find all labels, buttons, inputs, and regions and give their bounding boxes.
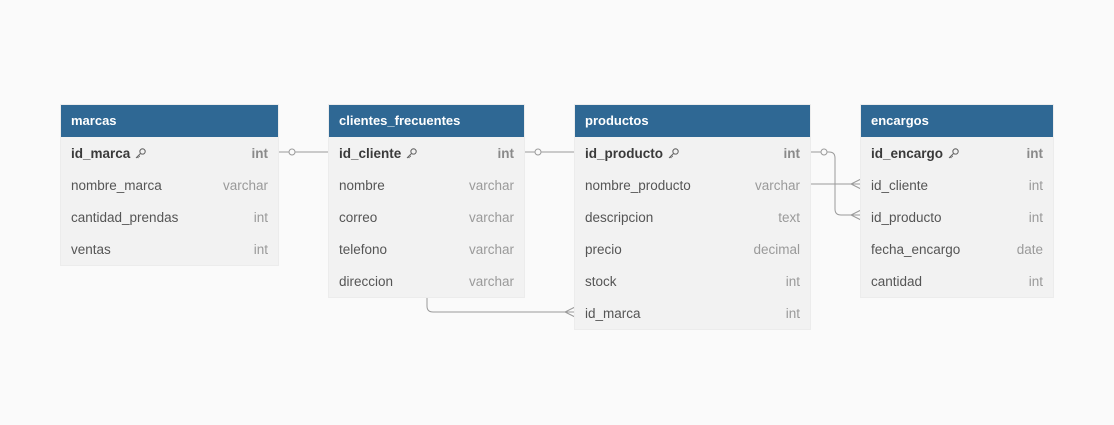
field-name: correo xyxy=(339,209,378,225)
table-row[interactable]: nombre_marca varchar xyxy=(61,169,278,201)
link-marcas-clientes xyxy=(278,148,329,156)
field-name: id_marca xyxy=(71,146,147,161)
field-name: stock xyxy=(585,273,617,289)
field-name: precio xyxy=(585,241,622,257)
field-name: direccion xyxy=(339,273,394,289)
table-marcas[interactable]: marcas id_marca int nombre_marca varchar… xyxy=(61,105,278,265)
key-icon xyxy=(405,147,418,160)
field-type: int xyxy=(785,305,800,321)
field-type: varchar xyxy=(754,177,800,193)
field-type: int xyxy=(1028,177,1043,193)
field-name: nombre_marca xyxy=(71,177,162,193)
field-name: nombre_producto xyxy=(585,177,691,193)
field-name: id_cliente xyxy=(339,146,418,161)
table-row[interactable]: id_marca int xyxy=(575,297,810,329)
table-row[interactable]: fecha_encargo date xyxy=(861,233,1053,265)
field-name: cantidad xyxy=(871,273,923,289)
table-row[interactable]: ventas int xyxy=(61,233,278,265)
field-name: nombre xyxy=(339,177,385,193)
table-row[interactable]: stock int xyxy=(575,265,810,297)
table-row[interactable]: cantidad int xyxy=(861,265,1053,297)
field-name: cantidad_prendas xyxy=(71,209,179,225)
table-row[interactable]: id_cliente int xyxy=(329,137,524,169)
field-type: varchar xyxy=(468,209,514,225)
table-productos[interactable]: productos id_producto int nombre_product… xyxy=(575,105,810,329)
table-row[interactable]: id_producto int xyxy=(861,201,1053,233)
field-type: varchar xyxy=(222,177,268,193)
table-row[interactable]: id_cliente int xyxy=(861,169,1053,201)
field-type: text xyxy=(778,209,800,225)
field-type: int xyxy=(785,273,800,289)
field-type: int xyxy=(1028,209,1043,225)
link-clientes-productos-marca xyxy=(426,297,576,318)
table-clientes-frecuentes[interactable]: clientes_frecuentes id_cliente int nombr… xyxy=(329,105,524,297)
field-name: id_cliente xyxy=(871,177,929,193)
link-productos-encargos-cliente xyxy=(810,178,862,190)
field-type: date xyxy=(1016,241,1043,257)
table-row[interactable]: nombre_producto varchar xyxy=(575,169,810,201)
table-header-encargos[interactable]: encargos xyxy=(861,105,1053,137)
link-clientes-productos xyxy=(524,148,575,156)
field-type: int xyxy=(783,145,801,161)
field-name: id_producto xyxy=(871,209,942,225)
table-encargos[interactable]: encargos id_encargo int id_cliente int i… xyxy=(861,105,1053,297)
field-name: ventas xyxy=(71,241,111,257)
field-name: fecha_encargo xyxy=(871,241,961,257)
field-name: id_marca xyxy=(585,305,641,321)
field-type: int xyxy=(1026,145,1044,161)
table-row[interactable]: cantidad_prendas int xyxy=(61,201,278,233)
field-type: varchar xyxy=(468,273,514,289)
table-header-productos[interactable]: productos xyxy=(575,105,810,137)
field-type: varchar xyxy=(468,241,514,257)
table-header-marcas[interactable]: marcas xyxy=(61,105,278,137)
field-name: telefono xyxy=(339,241,388,257)
field-type: varchar xyxy=(468,177,514,193)
table-row[interactable]: nombre varchar xyxy=(329,169,524,201)
table-row[interactable]: direccion varchar xyxy=(329,265,524,297)
field-type: decimal xyxy=(753,241,800,257)
field-name: descripcion xyxy=(585,209,654,225)
table-row[interactable]: id_encargo int xyxy=(861,137,1053,169)
table-row[interactable]: id_marca int xyxy=(61,137,278,169)
field-type: int xyxy=(1028,273,1043,289)
key-icon xyxy=(947,147,960,160)
table-row[interactable]: precio decimal xyxy=(575,233,810,265)
field-type: int xyxy=(253,209,268,225)
table-row[interactable]: descripcion text xyxy=(575,201,810,233)
link-productos-encargos-producto xyxy=(810,148,862,221)
field-name: id_producto xyxy=(585,146,680,161)
table-row[interactable]: id_producto int xyxy=(575,137,810,169)
key-icon xyxy=(134,147,147,160)
field-type: int xyxy=(251,145,269,161)
table-row[interactable]: telefono varchar xyxy=(329,233,524,265)
field-type: int xyxy=(253,241,268,257)
field-type: int xyxy=(497,145,515,161)
table-header-clientes-frecuentes[interactable]: clientes_frecuentes xyxy=(329,105,524,137)
key-icon xyxy=(667,147,680,160)
field-name: id_encargo xyxy=(871,146,960,161)
table-row[interactable]: correo varchar xyxy=(329,201,524,233)
